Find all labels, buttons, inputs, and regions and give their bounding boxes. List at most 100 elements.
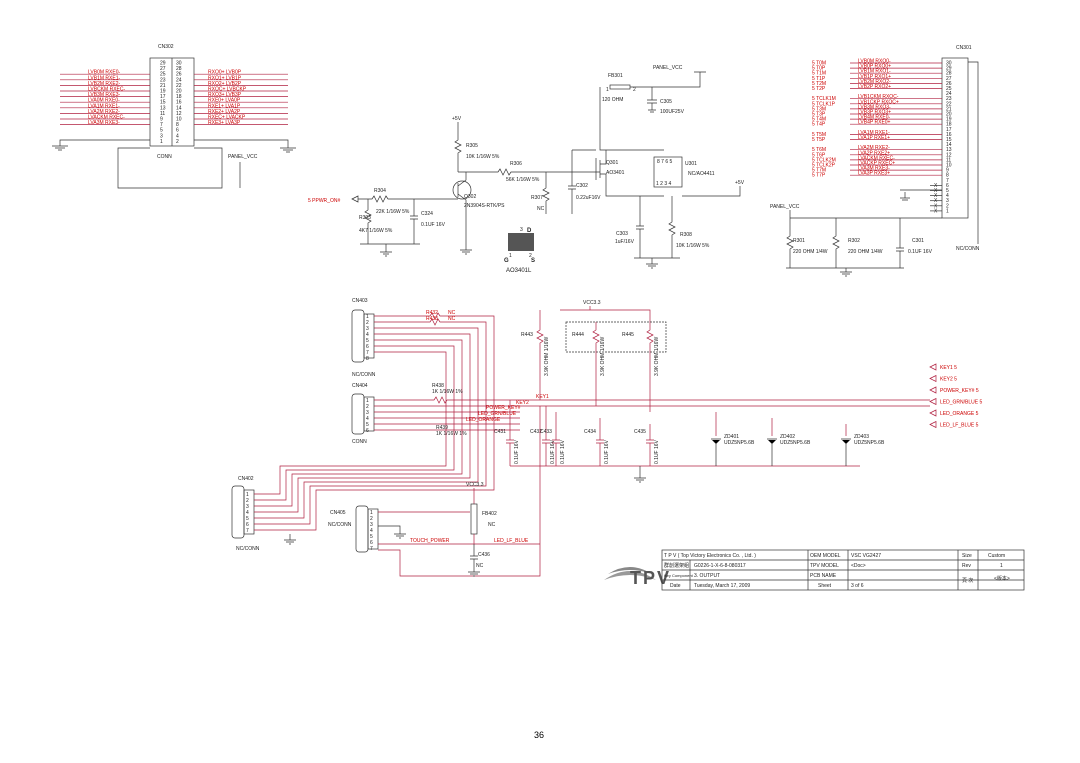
- panel-vcc-2: PANEL_VCC: [653, 65, 683, 71]
- cn404-body: [351, 393, 365, 435]
- cn302-signal-left: LVB3M RXE3-: [88, 92, 120, 98]
- cn302-signal-left: LVA2M RXE2-: [88, 109, 120, 115]
- cn302-pin-right: 26: [176, 72, 182, 78]
- connector-pin: 4: [370, 528, 373, 534]
- cn302-pin-left: 11: [160, 111, 165, 117]
- r438-ref: R438: [432, 383, 444, 389]
- cn301-port: 5 T6M: [812, 147, 826, 153]
- cn302-pin-right: 18: [176, 94, 182, 100]
- cn301-pin: 23: [946, 96, 952, 102]
- zd401-ref: ZD401: [724, 434, 739, 440]
- svg-text:3: 3: [520, 227, 523, 233]
- connector-pin: 7: [366, 350, 369, 356]
- cn302-pin-left: 13: [160, 105, 166, 111]
- r308-value: 10K 1/16W 5%: [676, 243, 710, 249]
- zd402-ref: ZD402: [780, 434, 795, 440]
- r306-value: 56K 1/16W 5%: [506, 177, 540, 183]
- cn302-signal-left: LVB2M RXE2-: [88, 81, 120, 87]
- connector-pin: 5: [370, 534, 373, 540]
- cn302-signal-left: LVA3M RXE3-: [88, 120, 120, 126]
- cn301-pin: 15: [946, 137, 952, 143]
- cn405-label: CN405: [330, 510, 346, 516]
- fb402-ref: FB402: [482, 511, 497, 517]
- fb402-value: NC: [488, 522, 496, 528]
- connector-pin: 5: [246, 516, 249, 522]
- cn301-pin: 29: [946, 66, 952, 72]
- pkg-s: S: [531, 258, 535, 264]
- ppwr-on-port: 5 PPWR_ON#: [308, 198, 340, 204]
- r307-value: NC: [537, 206, 545, 212]
- r443-ref: R443: [521, 332, 533, 338]
- page-number: 36: [534, 730, 544, 740]
- cn302-signal-right: RXO3+ LVB3P: [208, 92, 242, 98]
- connector-pin: 8: [366, 356, 369, 362]
- cn302-pin-left: 29: [160, 61, 166, 67]
- net-power-key: POWER_KEY#: [486, 405, 521, 411]
- capacitor-value: 0.1UF 16V: [514, 439, 520, 464]
- cn301-signal: LVB1M RXO1-: [858, 69, 891, 75]
- r444-value: 3.9K OHM 1/16W: [600, 337, 606, 376]
- cn404-label: CN404: [352, 383, 368, 389]
- cn301-pin: 6: [946, 183, 949, 189]
- cn301-port: 5 TCLK1M: [812, 96, 836, 102]
- conn-404: CONN: [352, 439, 367, 445]
- r304-value: 22K 1/16W 5%: [376, 209, 410, 215]
- cn301-signal: LVB1CKP RXOC+: [858, 99, 899, 105]
- cn302-pin-right: 8: [176, 122, 179, 128]
- cn405-body: [355, 505, 369, 553]
- cn302-pin-left: 27: [160, 66, 166, 72]
- connector-pin: 3: [366, 326, 369, 332]
- r433-value: NC: [448, 316, 456, 322]
- cn302-signal-left: LVA0M RXE0-: [88, 98, 120, 104]
- connector-pin: 5: [366, 338, 369, 344]
- connector-pin: 1: [370, 510, 373, 516]
- cn302-pin-right: 22: [176, 83, 182, 89]
- cn301-body: [941, 57, 969, 219]
- capacitor-value: 0.1UF 16V: [604, 439, 610, 464]
- c324-value: 0.1UF 16V: [421, 222, 446, 228]
- svg-text:1 2 3 4: 1 2 3 4: [656, 181, 672, 187]
- pkg-d: D: [527, 228, 532, 234]
- r432-value: NC: [448, 310, 456, 316]
- r305-value: 10K 1/16W 5%: [466, 154, 500, 160]
- power-switch-circuit: 5 PPWR_ON# R304 22K 1/16W 5% R303 4K7 1/…: [308, 116, 601, 257]
- cn301-pin: 26: [946, 81, 952, 87]
- cn301-pin: 21: [946, 106, 952, 112]
- date-label: Date: [670, 583, 681, 589]
- tpv-logo: TPV: [604, 567, 669, 588]
- connector-pin: 1: [246, 492, 249, 498]
- cn301-nc-mark: X: [934, 208, 938, 214]
- cn302-signal-right: RXOC+ LVBCKP: [208, 87, 247, 93]
- output-port-label: KEY2 5: [940, 377, 957, 383]
- nc-conn-301: NC/CONN: [956, 246, 980, 252]
- cn302-pin-right: 30: [176, 61, 182, 67]
- cn301-pin: 18: [946, 122, 952, 128]
- svg-text:8 7 6 5: 8 7 6 5: [657, 159, 673, 165]
- c303-value: 1uF/16V: [615, 239, 635, 245]
- r303-value: 4K7 1/16W 5%: [359, 228, 393, 234]
- cn301-pin: 12: [946, 152, 952, 158]
- cn301-port: 5 T1M: [812, 71, 826, 77]
- cn302-signal-right: RXO0+ LVB0P: [208, 70, 242, 76]
- cn301-pin: 19: [946, 117, 952, 123]
- cn301-label: CN301: [956, 45, 972, 51]
- capacitor-value: 0.1UF 16V: [550, 439, 556, 464]
- connector-pin: 4: [366, 332, 369, 338]
- cn301-signal: LVB0P RXO0+: [858, 64, 891, 70]
- cn302-signal-right: RXO1+ LVB1P: [208, 75, 242, 81]
- sheet-title: 3. OUTPUT: [694, 573, 720, 579]
- net-key1: KEY1: [536, 394, 549, 400]
- r301-ref: R301: [793, 238, 805, 244]
- connector-pin: 2: [366, 320, 369, 326]
- fb301-ref: FB301: [608, 73, 623, 79]
- r307-ref: R307: [531, 195, 543, 201]
- r432-ref: R432: [426, 310, 438, 316]
- cn302-signal-left: LVB0M RXE0-: [88, 70, 120, 76]
- c301-value: 0.1UF 16V: [908, 249, 933, 255]
- cn402-body: [231, 485, 245, 539]
- cn302-pin-right: 12: [176, 111, 182, 117]
